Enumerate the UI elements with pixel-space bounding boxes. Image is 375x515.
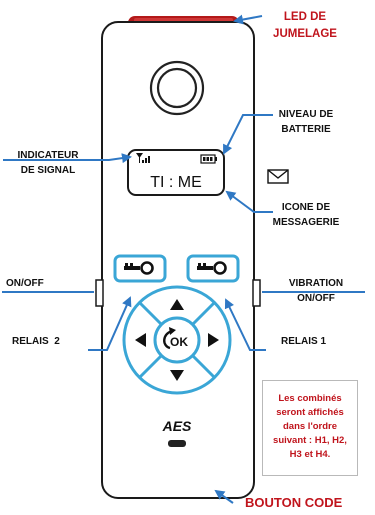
label-vibration: VIBRATION ON/OFF <box>288 278 344 304</box>
signal-icon <box>136 153 150 163</box>
label-relay-1: RELAIS 1 <box>281 336 327 347</box>
label-code-button: BOUTON CODE <box>245 495 343 510</box>
label-relay-2: RELAIS 2 <box>12 336 60 347</box>
arrow-up-icon[interactable] <box>170 299 184 310</box>
navigation-pad[interactable] <box>122 285 232 395</box>
screen <box>127 149 225 196</box>
arrow-down-icon[interactable] <box>170 370 184 381</box>
screen-text: TI : ME <box>150 174 202 191</box>
brand-logo: AES <box>162 418 192 434</box>
arrow-left-icon[interactable] <box>135 333 146 347</box>
label-signal-indicator: INDICATEUR DE SIGNAL <box>17 150 79 176</box>
arrow-right-icon[interactable] <box>208 333 219 347</box>
relay-1-button[interactable] <box>186 254 240 283</box>
pointer-lines <box>2 14 365 504</box>
relay-2-button[interactable] <box>113 254 167 283</box>
label-onoff: ON/OFF <box>6 278 44 289</box>
label-message-icon: ICONE DE MESSAGERIE <box>272 202 340 228</box>
onoff-side-button[interactable] <box>95 279 104 307</box>
handset-order-note: Les combinés seront affichés dans l'ordr… <box>262 380 358 476</box>
message-icon <box>267 169 289 184</box>
vibration-side-button[interactable] <box>252 279 261 307</box>
label-battery-level: NIVEAU DE BATTERIE <box>278 109 334 135</box>
code-button[interactable] <box>168 440 186 447</box>
ok-button[interactable]: OK <box>163 327 188 350</box>
battery-icon <box>200 154 217 164</box>
label-pairing-led: LED DE JUMELAGE <box>273 11 337 40</box>
ok-label: OK <box>170 335 188 349</box>
